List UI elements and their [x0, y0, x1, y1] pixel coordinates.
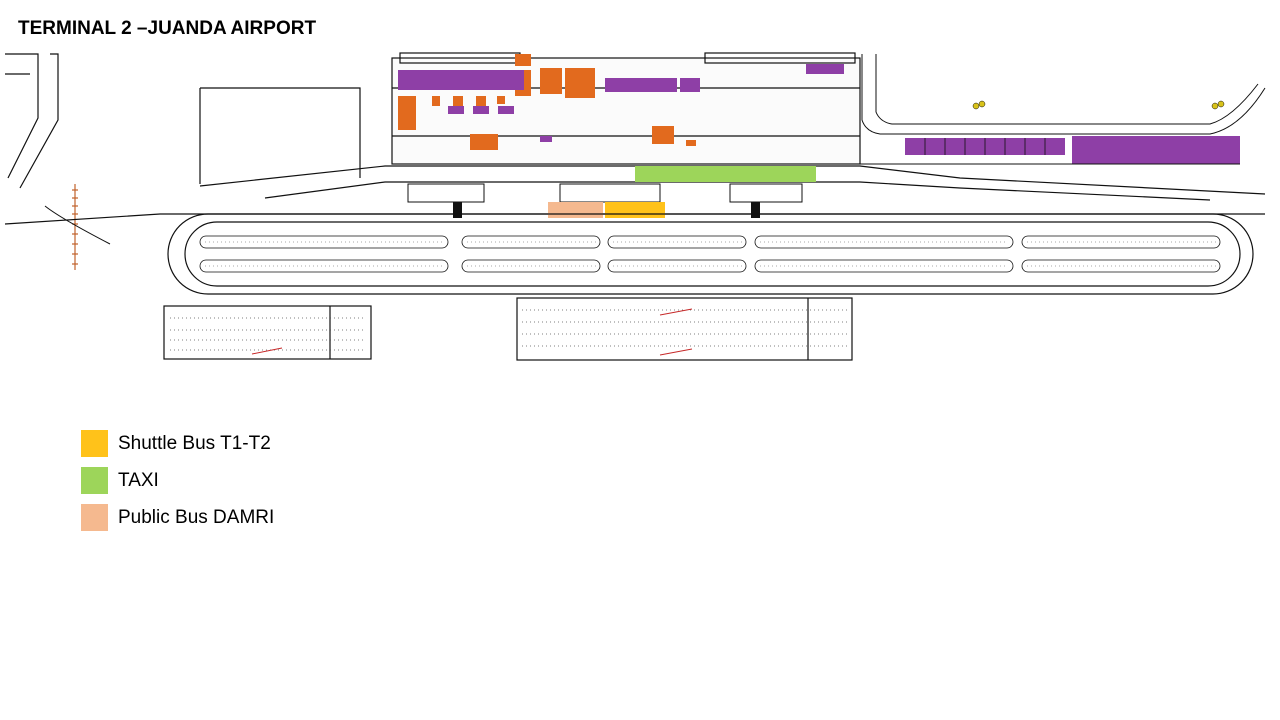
legend-item-taxi: TAXI — [81, 467, 274, 494]
orange-rooms — [398, 54, 696, 150]
parking-building-center — [516, 297, 853, 361]
parking-loop — [167, 213, 1254, 295]
airside-road — [860, 54, 1266, 165]
legend-label-shuttle: Shuttle Bus T1-T2 — [118, 432, 271, 454]
taxi-zone — [635, 166, 816, 182]
legend-item-damri: Public Bus DAMRI — [81, 504, 274, 531]
map-legend: Shuttle Bus T1-T2 TAXI Public Bus DAMRI — [81, 430, 274, 541]
left-structure — [72, 184, 78, 270]
legend-item-shuttle: Shuttle Bus T1-T2 — [81, 430, 274, 457]
legend-label-taxi: TAXI — [118, 469, 159, 491]
damri-bus-zone — [548, 202, 603, 218]
parking-rows — [199, 235, 1221, 273]
left-access-road — [5, 53, 361, 189]
shuttle-bus-zone — [605, 202, 665, 218]
legend-swatch-shuttle — [81, 430, 108, 457]
map-title: TERMINAL 2 –JUANDA AIRPORT — [18, 18, 317, 39]
legend-swatch-damri — [81, 504, 108, 531]
parking-bays — [205, 241, 1216, 267]
light-poles — [972, 100, 1225, 110]
legend-swatch-taxi — [81, 467, 108, 494]
terminal-site-plan — [4, 52, 1266, 361]
legend-label-damri: Public Bus DAMRI — [118, 506, 275, 528]
